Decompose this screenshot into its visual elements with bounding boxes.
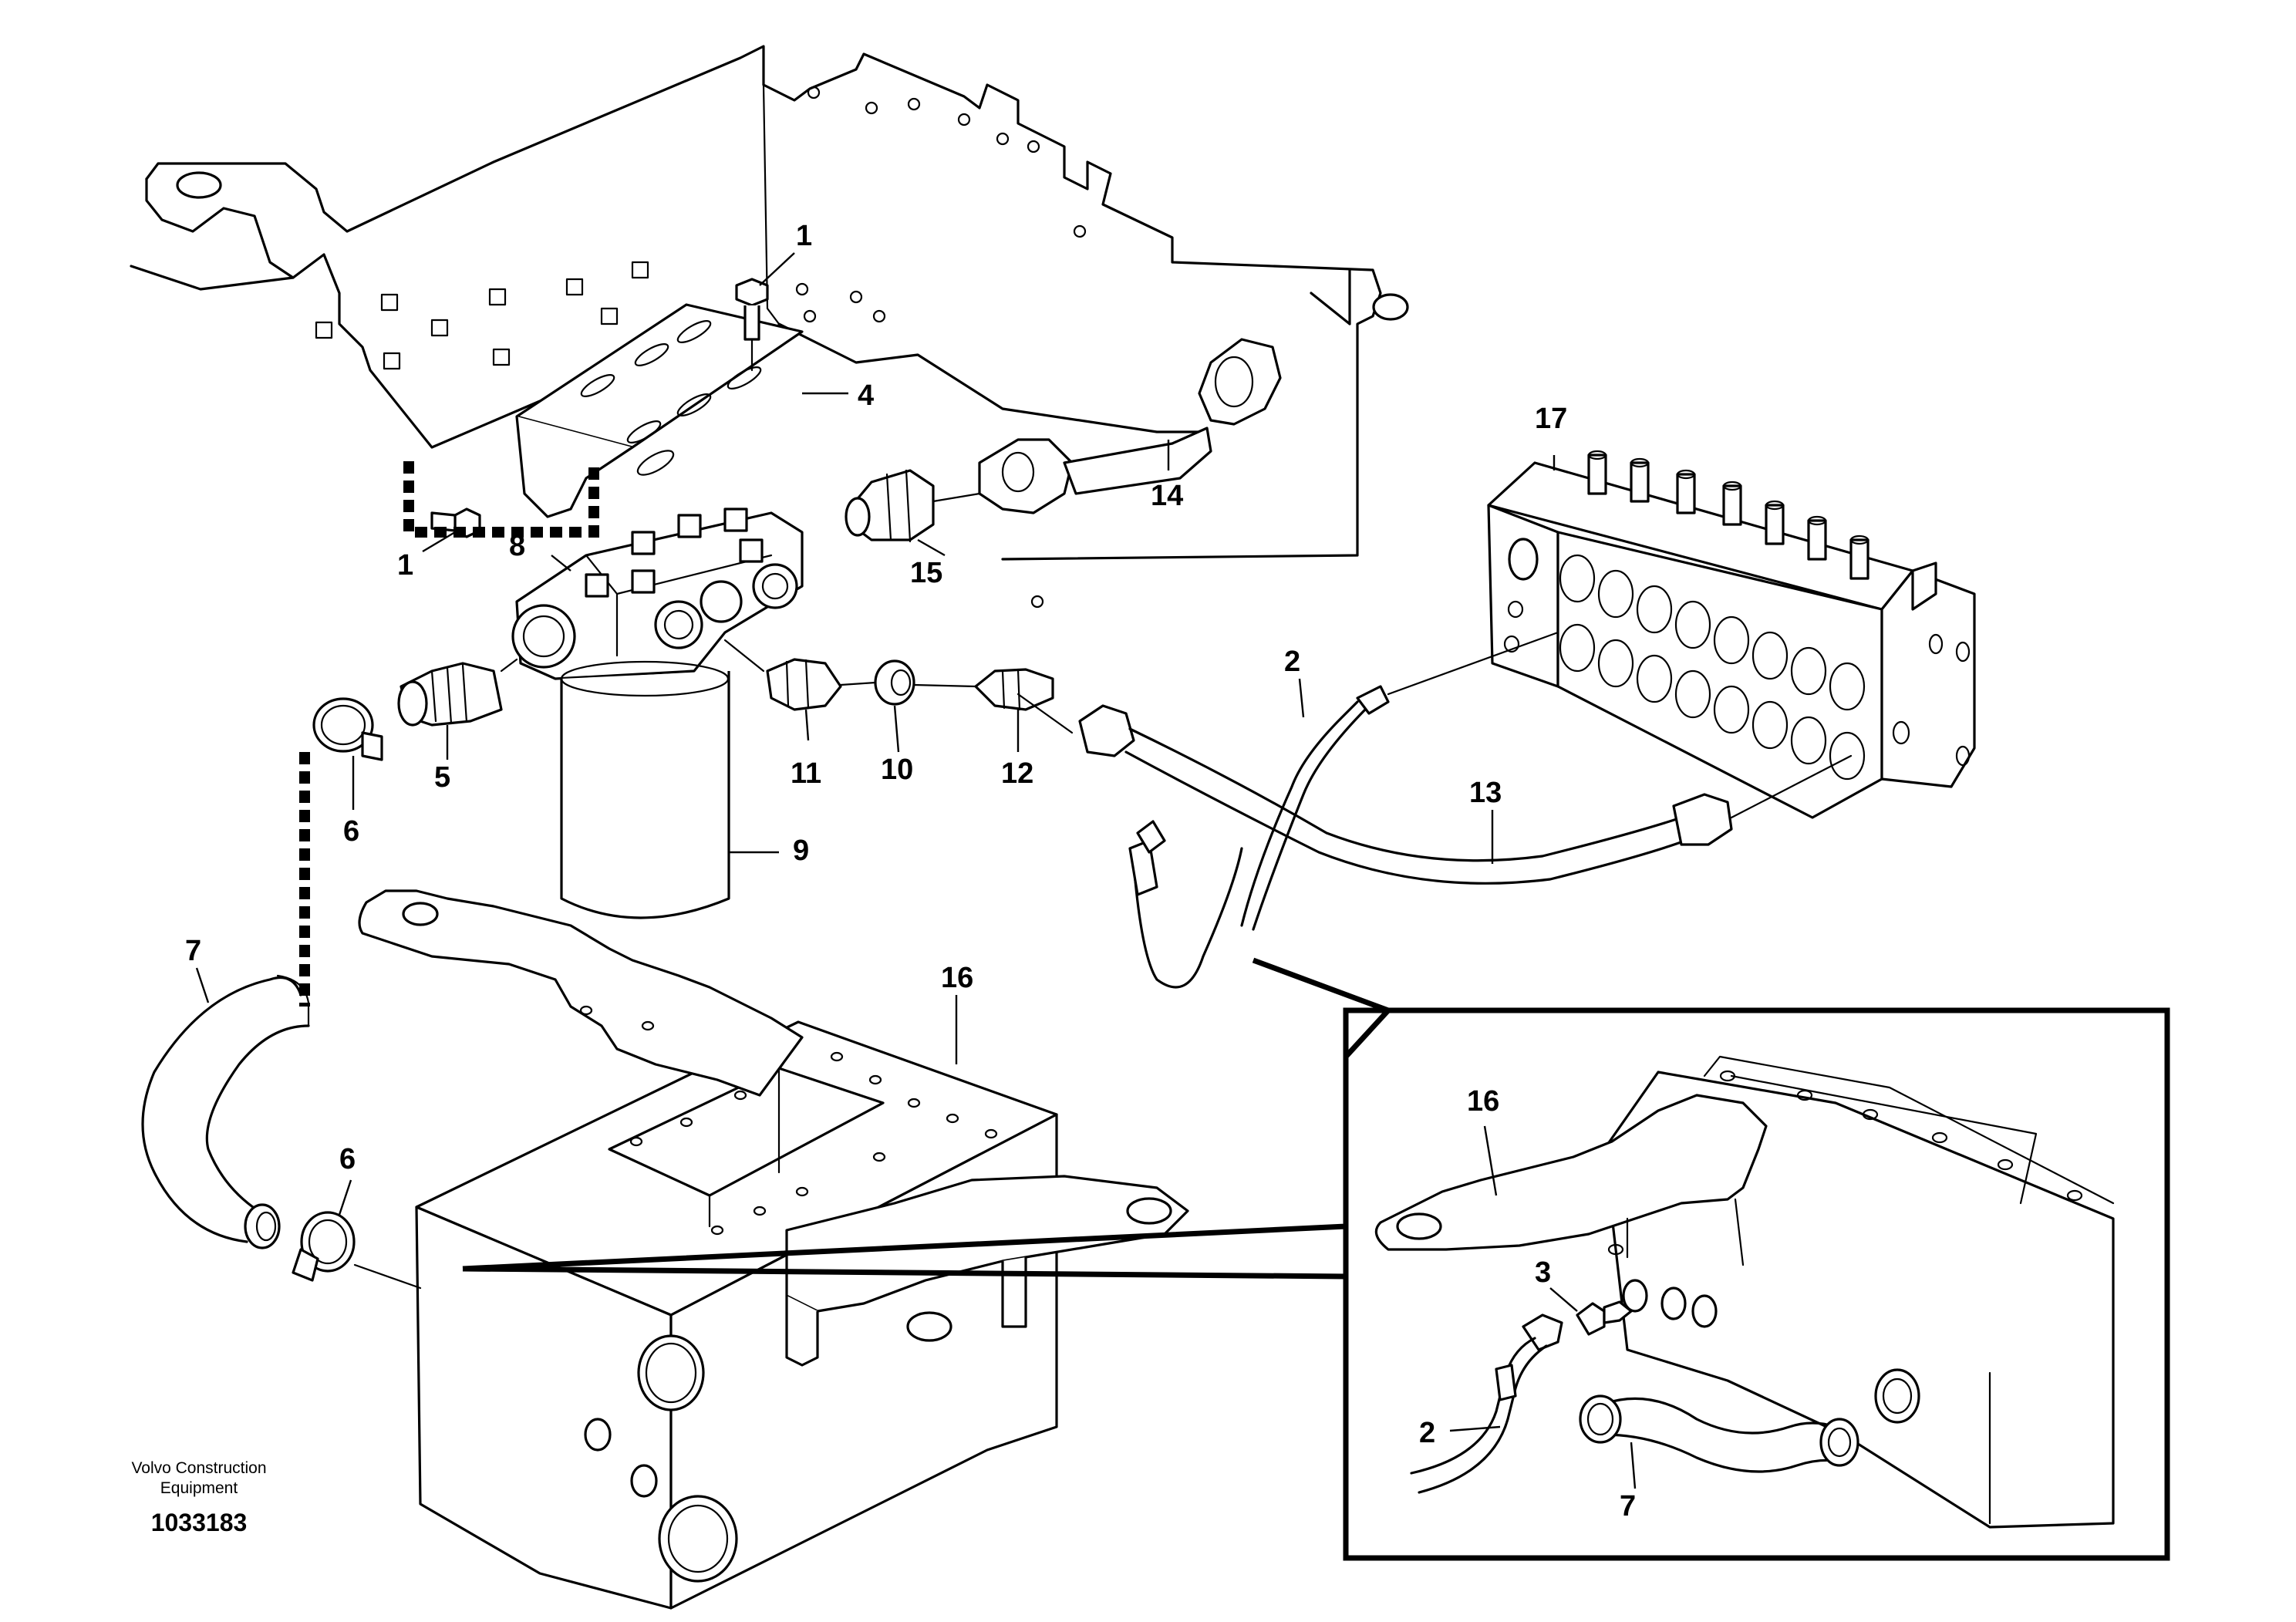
callout-5: 5 [434, 761, 450, 794]
clamp-6-top [312, 697, 383, 761]
callout-1-left: 1 [397, 549, 413, 582]
fitting-5 [397, 662, 503, 727]
callout-9: 9 [793, 835, 809, 867]
callout-17: 17 [1535, 403, 1567, 435]
credit-line-2: Equipment [160, 1479, 238, 1497]
callout-7: 7 [185, 935, 201, 967]
callout-10: 10 [881, 754, 913, 786]
drawing-number: 1033183 [151, 1509, 248, 1536]
callout-1-top: 1 [796, 220, 812, 252]
callout-16-inset: 16 [1467, 1085, 1499, 1118]
callout-7-inset: 7 [1620, 1490, 1636, 1523]
line-2 [1128, 631, 1559, 989]
pipe-14 [978, 338, 1282, 514]
credit-line-1: Volvo Construction [131, 1459, 266, 1477]
leader-lines [195, 252, 1637, 1489]
callout-3-inset: 3 [1535, 1256, 1551, 1289]
oil-filter [560, 660, 730, 919]
hose-7 [141, 974, 310, 1249]
fitting-15 [845, 469, 935, 543]
filter-head [511, 508, 804, 680]
control-valve [1487, 450, 1976, 819]
callout-16: 16 [941, 962, 973, 994]
detail-box [1343, 1007, 2170, 1561]
callout-labels: 1 1 2 4 5 6 6 7 8 9 10 11 12 13 14 15 16… [185, 220, 1636, 1523]
clamp-6-bottom [292, 1211, 356, 1282]
callout-8: 8 [509, 530, 525, 562]
callout-12: 12 [1001, 757, 1033, 790]
frame-plate [130, 45, 1409, 609]
fitting-11 [766, 658, 842, 711]
fitting-10 [874, 659, 915, 706]
callout-14: 14 [1151, 480, 1183, 512]
callout-11: 11 [791, 757, 821, 790]
callout-6-bottom: 6 [339, 1143, 356, 1175]
callout-13: 13 [1469, 777, 1502, 809]
callout-15: 15 [910, 557, 942, 589]
callout-4: 4 [858, 379, 874, 412]
callout-6-top: 6 [343, 815, 359, 848]
fitting-12 [974, 668, 1054, 711]
box-16 [358, 889, 1189, 1610]
footer-credit: Volvo Construction Equipment 1033183 [131, 1459, 266, 1536]
bolt-top [735, 278, 769, 372]
callout-2: 2 [1284, 646, 1300, 678]
connector-dashed-1 [403, 461, 599, 538]
hose-13 [1017, 693, 1853, 885]
detail-inset [1374, 1055, 2115, 1529]
callout-2-inset: 2 [1419, 1417, 1435, 1449]
bracket [515, 303, 804, 518]
